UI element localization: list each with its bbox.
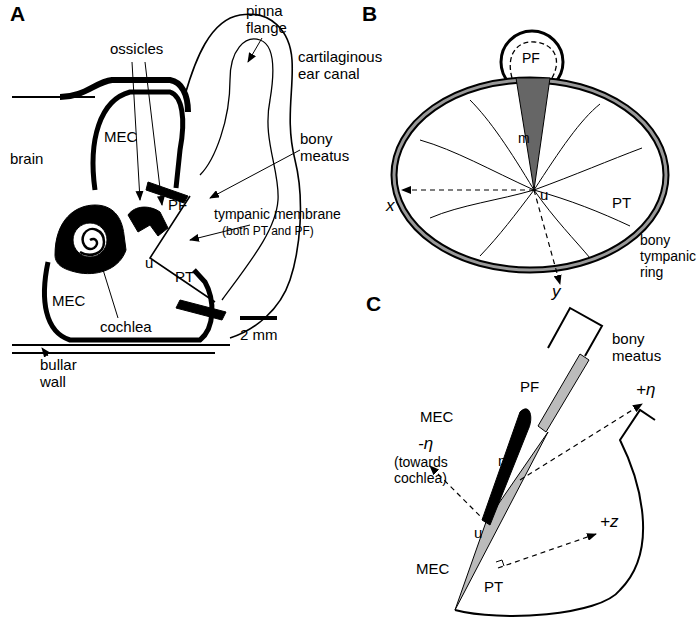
region-label: PT bbox=[175, 268, 194, 285]
panel-letter: B bbox=[362, 2, 377, 26]
panel-letter: A bbox=[10, 2, 25, 26]
part-name: cochlea bbox=[100, 318, 152, 335]
part-name: m bbox=[498, 452, 511, 469]
part-name: tympanic membrane bbox=[214, 206, 341, 222]
panel-b-drawing bbox=[394, 31, 666, 284]
part-name: m bbox=[518, 130, 530, 146]
region-label: MEC bbox=[420, 408, 453, 425]
part-name: bony meatus bbox=[612, 330, 672, 364]
axis-label: +η bbox=[636, 380, 655, 400]
point-label: u bbox=[540, 186, 548, 203]
note: (both PT and PF) bbox=[222, 224, 314, 238]
part-name: cartilaginous ear canal bbox=[298, 48, 393, 82]
part-name: bullar wall bbox=[40, 356, 90, 390]
region-label: MEC bbox=[104, 128, 137, 145]
note: (towards cochlea) bbox=[394, 454, 472, 486]
part-name: pinna flange bbox=[246, 2, 304, 36]
axis-label: y bbox=[552, 282, 561, 302]
point-label: u bbox=[474, 524, 482, 541]
part-name: ossicles bbox=[110, 40, 163, 57]
panel-a-drawing bbox=[12, 14, 300, 356]
part-name: brain bbox=[10, 150, 43, 167]
panel-letter: C bbox=[366, 292, 381, 316]
part-name: bony meatus bbox=[300, 130, 355, 164]
region-label: MEC bbox=[52, 292, 85, 309]
region-label: PT bbox=[612, 194, 631, 211]
region-label: PF bbox=[168, 196, 187, 213]
region-label: PF bbox=[522, 50, 540, 66]
region-label: PT bbox=[484, 578, 503, 595]
scale-label: 2 mm bbox=[240, 326, 278, 343]
point-label: u bbox=[145, 254, 153, 271]
region-label: MEC bbox=[416, 560, 449, 577]
axis-label: -η bbox=[418, 434, 433, 454]
region-label: PF bbox=[520, 378, 539, 395]
axis-label: +z bbox=[600, 512, 618, 532]
axis-label: x bbox=[386, 196, 395, 216]
part-name: bony tympanic ring bbox=[640, 232, 700, 280]
